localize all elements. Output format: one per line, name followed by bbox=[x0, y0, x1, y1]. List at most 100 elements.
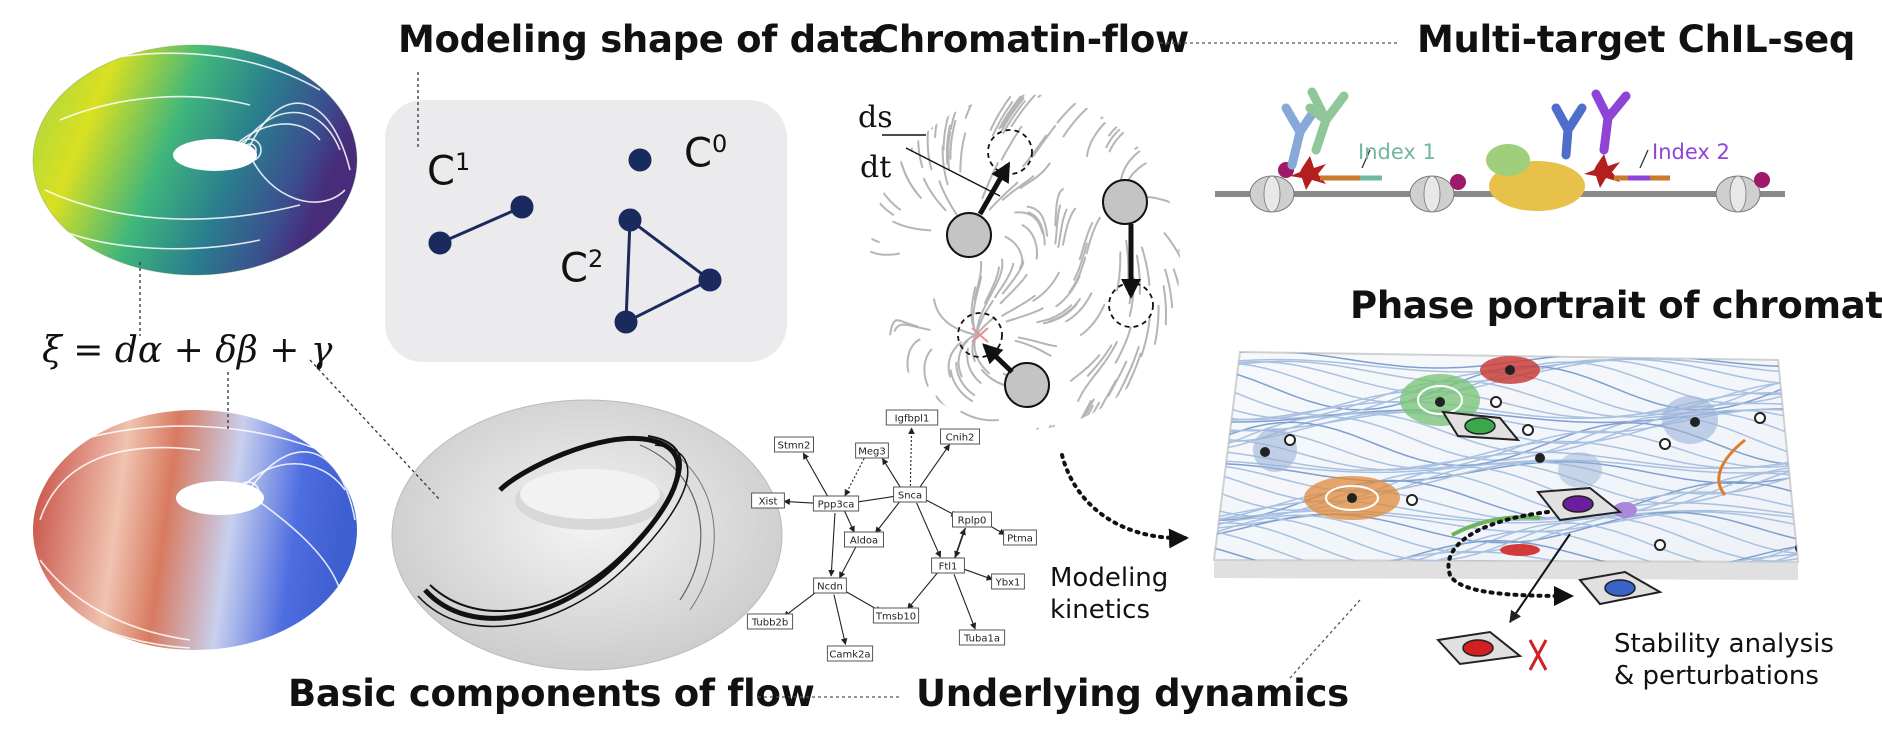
gene-node: Tubb2b bbox=[747, 614, 792, 629]
flow-streamline bbox=[924, 350, 931, 386]
flow-streamline bbox=[959, 341, 968, 377]
hodge-decomposition-equation: ξ = dα + δβ + γ bbox=[42, 330, 332, 371]
flow-streamline bbox=[1023, 136, 1046, 167]
flow-streamline bbox=[853, 356, 873, 389]
c2-vertex-b bbox=[700, 270, 720, 290]
flow-streamline bbox=[1088, 345, 1111, 375]
flow-streamline bbox=[939, 181, 957, 215]
flow-streamline bbox=[1147, 363, 1159, 399]
gene-edge bbox=[831, 513, 835, 576]
gene-node: Igfbpl1 bbox=[886, 410, 937, 425]
flow-streamline bbox=[1073, 406, 1093, 439]
gene-edge bbox=[840, 547, 856, 578]
phase-portrait-board bbox=[1210, 351, 1805, 580]
gene-node: Ptma bbox=[1004, 530, 1037, 545]
gene-edge bbox=[910, 428, 911, 486]
nucleosome-1 bbox=[1250, 176, 1294, 212]
flow-streamline bbox=[1023, 225, 1037, 258]
flow-streamline bbox=[928, 131, 932, 169]
flow-streamline bbox=[893, 222, 930, 231]
flow-streamline bbox=[902, 165, 921, 198]
flow-streamline bbox=[1169, 190, 1205, 203]
stability-line1: Stability analysis bbox=[1614, 628, 1834, 660]
complex-c0-label: C0 bbox=[684, 130, 727, 176]
torus-harmonic-cycle bbox=[392, 400, 782, 670]
flow-streamline bbox=[1175, 184, 1211, 196]
svg-text:Ncdn: Ncdn bbox=[817, 582, 843, 593]
flow-streamline bbox=[1026, 426, 1054, 452]
gene-edge bbox=[784, 591, 818, 617]
derivative-numerator: ds bbox=[858, 100, 893, 135]
gene-edge bbox=[803, 453, 828, 497]
svg-text:Rplp0: Rplp0 bbox=[958, 516, 987, 527]
gene-edge bbox=[845, 458, 864, 495]
flow-streamline bbox=[937, 397, 967, 420]
flow-streamline bbox=[1005, 429, 1038, 448]
flow-streamline bbox=[1148, 354, 1160, 391]
flow-streamline bbox=[1140, 407, 1157, 441]
flow-streamline bbox=[1164, 286, 1166, 324]
nucleosome-3 bbox=[1716, 176, 1760, 212]
gene-node: Ncdn bbox=[814, 578, 847, 593]
flow-streamline bbox=[1116, 328, 1131, 363]
flow-streamline bbox=[1140, 407, 1157, 441]
svg-text:Aldoa: Aldoa bbox=[850, 536, 878, 547]
flow-streamline bbox=[1021, 163, 1050, 188]
gene-edge bbox=[955, 528, 965, 557]
chromatin-flow-nodes bbox=[882, 130, 1153, 407]
flow-streamline bbox=[1032, 126, 1055, 157]
c1-vertex-a bbox=[430, 233, 450, 253]
flow-streamline bbox=[943, 82, 957, 118]
flow-streamline bbox=[1135, 133, 1170, 149]
c2-vertex-c bbox=[616, 312, 636, 332]
svg-text:Ptma: Ptma bbox=[1007, 534, 1033, 545]
gene-node: Camk2a bbox=[827, 646, 872, 661]
svg-text:Tubb2b: Tubb2b bbox=[751, 618, 788, 629]
gene-node: Ybx1 bbox=[992, 574, 1025, 589]
cell-red bbox=[1438, 632, 1520, 664]
svg-text:Snca: Snca bbox=[898, 491, 922, 502]
c1-vertex-b bbox=[512, 197, 532, 217]
svg-text:Ppp3ca: Ppp3ca bbox=[818, 500, 855, 511]
flow-streamline bbox=[935, 100, 943, 138]
torus-harmonic-field bbox=[33, 45, 357, 275]
flow-streamline bbox=[1148, 197, 1184, 209]
gene-edge bbox=[882, 459, 900, 489]
flow-streamline bbox=[1126, 354, 1141, 390]
gene-edge bbox=[962, 568, 993, 579]
flow-streamline bbox=[934, 299, 957, 328]
flow-streamline bbox=[951, 93, 963, 129]
gene-node: Xist bbox=[752, 493, 785, 508]
flow-streamline bbox=[1135, 429, 1155, 462]
flow-streamline bbox=[1074, 79, 1105, 102]
svg-text:Xist: Xist bbox=[759, 497, 778, 508]
flow-streamline bbox=[1058, 210, 1066, 247]
flow-streamline bbox=[1174, 269, 1183, 306]
c2-vertex-a bbox=[620, 210, 640, 230]
flow-streamline bbox=[1126, 241, 1128, 279]
flow-streamline bbox=[960, 133, 965, 171]
gene-node: Tuba1a bbox=[959, 630, 1004, 645]
flow-streamline bbox=[901, 87, 908, 125]
flow-streamline bbox=[1033, 273, 1059, 301]
flow-streamline bbox=[1142, 248, 1150, 286]
gene-node: Rplp0 bbox=[953, 512, 992, 527]
gene-node: Snca bbox=[894, 487, 927, 502]
flow-streamline bbox=[932, 91, 942, 128]
flow-streamline bbox=[1075, 400, 1094, 433]
flow-streamline bbox=[1003, 176, 1034, 199]
gene-edge bbox=[917, 503, 941, 557]
flow-streamline bbox=[1058, 95, 1085, 122]
flow-streamline bbox=[872, 349, 887, 384]
nucleosome-2 bbox=[1410, 176, 1454, 212]
svg-text:Tmsb10: Tmsb10 bbox=[875, 612, 916, 623]
flow-streamline bbox=[969, 73, 988, 106]
flow-streamline bbox=[1164, 362, 1174, 399]
flow-streamline bbox=[855, 357, 875, 390]
flow-streamline bbox=[1097, 381, 1116, 415]
flow-streamline bbox=[1113, 420, 1133, 453]
gene-node: Cnih2 bbox=[941, 429, 980, 444]
gene-node: Stmn2 bbox=[775, 437, 814, 452]
flow-streamline bbox=[1072, 401, 1091, 434]
svg-text:Meg3: Meg3 bbox=[858, 447, 886, 458]
